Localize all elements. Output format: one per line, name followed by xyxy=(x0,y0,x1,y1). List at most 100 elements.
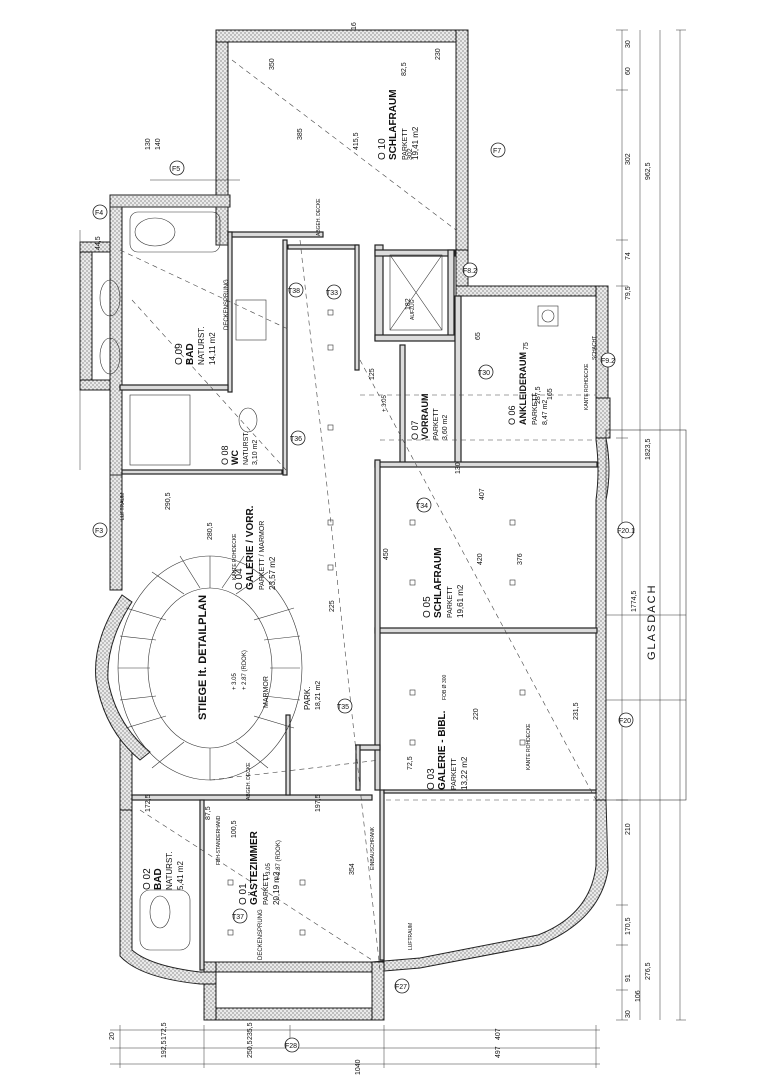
svg-text:VORRAUM: VORRAUM xyxy=(420,394,430,441)
svg-text:O 10: O 10 xyxy=(377,138,388,160)
room-O05: O 05 SCHLAFRAUM PARKETT 19,61 m2 xyxy=(422,547,465,618)
svg-text:O 09: O 09 xyxy=(174,343,185,365)
svg-text:F20: F20 xyxy=(619,718,631,725)
exterior-walls xyxy=(79,29,611,1021)
svg-text:60: 60 xyxy=(625,67,632,75)
tag-F5: F5 xyxy=(169,160,185,176)
svg-text:GÄSTEZIMMER: GÄSTEZIMMER xyxy=(247,830,260,905)
svg-text:T38: T38 xyxy=(288,288,300,295)
svg-text:+ 3.05: + 3.05 xyxy=(232,672,238,690)
tag-F28: F28 xyxy=(284,1037,300,1053)
svg-text:172,5: 172,5 xyxy=(161,1022,168,1040)
svg-text:T33: T33 xyxy=(326,290,338,297)
svg-text:170,5: 170,5 xyxy=(625,917,632,935)
svg-text:PARKETT: PARKETT xyxy=(447,586,454,618)
svg-text:KANTE ROHDECKE: KANTE ROHDECKE xyxy=(584,363,590,410)
tag-T35: T35 xyxy=(337,698,353,714)
svg-text:3,10 m2: 3,10 m2 xyxy=(252,440,259,465)
svg-text:ANKLEIDERAUM: ANKLEIDERAUM xyxy=(518,352,528,425)
svg-text:302: 302 xyxy=(407,148,414,160)
svg-text:250,5: 250,5 xyxy=(247,1040,254,1058)
svg-text:O 05: O 05 xyxy=(422,596,433,618)
svg-text:5,41 m2: 5,41 m2 xyxy=(176,861,185,890)
note-aufzug: AUFZUG xyxy=(410,299,416,320)
note-schacht: SCHACHT xyxy=(592,336,598,360)
svg-text:3,60 m2: 3,60 m2 xyxy=(442,415,449,440)
svg-text:FOB Ø 300: FOB Ø 300 xyxy=(442,674,448,700)
note-fbh: FBH-STANDERHAND xyxy=(216,815,222,865)
room-stiege: STIEGE lt. DETAILPLAN xyxy=(197,595,209,720)
svg-text:MARMOR: MARMOR xyxy=(263,676,270,708)
ceiling-points xyxy=(227,309,526,936)
svg-text:376: 376 xyxy=(517,553,524,565)
room-O10: O 10 SCHLAFRAUM PARKETT 19,41 m2 xyxy=(377,89,420,160)
svg-text:F28: F28 xyxy=(285,1043,297,1050)
svg-text:PARKETT: PARKETT xyxy=(451,758,458,790)
svg-text:PARKETT: PARKETT xyxy=(263,873,270,905)
svg-text:GLASDACH: GLASDACH xyxy=(646,583,658,660)
svg-text:T30: T30 xyxy=(478,370,490,377)
note-abgeh-decke-2: ABGEH. DECKE xyxy=(316,198,322,236)
svg-text:20: 20 xyxy=(109,1032,116,1040)
svg-text:SCHACHT: SCHACHT xyxy=(592,336,598,360)
svg-text:STIEGE lt. DETAILPLAN: STIEGE lt. DETAILPLAN xyxy=(197,595,209,720)
svg-text:O 07: O 07 xyxy=(410,420,420,440)
svg-text:407: 407 xyxy=(479,488,486,500)
svg-text:NATURST.: NATURST. xyxy=(243,431,250,465)
room-O09: O 09 BAD NATURST. 14,11 m2 xyxy=(174,326,217,365)
svg-text:SCHLAFRAUM: SCHLAFRAUM xyxy=(388,89,399,160)
tag-F20.1: F20.1 xyxy=(617,521,635,539)
svg-text:WC: WC xyxy=(230,450,240,465)
svg-text:210: 210 xyxy=(625,823,632,835)
svg-text:125: 125 xyxy=(369,368,376,380)
svg-text:65: 65 xyxy=(475,332,482,340)
svg-text:23,57 m2: 23,57 m2 xyxy=(268,556,277,590)
svg-text:231,5: 231,5 xyxy=(573,702,580,720)
svg-text:F3: F3 xyxy=(95,528,103,535)
glasdach-label: GLASDACH xyxy=(646,583,658,660)
svg-text:SCHLAFRAUM: SCHLAFRAUM xyxy=(433,547,444,618)
svg-text:130: 130 xyxy=(145,138,152,150)
svg-text:74: 74 xyxy=(625,252,632,260)
svg-text:91: 91 xyxy=(625,974,632,982)
svg-text:75: 75 xyxy=(523,342,530,350)
svg-text:962,5: 962,5 xyxy=(645,162,652,180)
svg-text:497: 497 xyxy=(495,1046,502,1058)
note-deckensprung-1: DECKENSPRUNG xyxy=(224,279,230,330)
svg-text:NATURST.: NATURST. xyxy=(165,851,174,890)
svg-text:GALERIE - BIBL.: GALERIE - BIBL. xyxy=(437,710,448,790)
svg-text:385: 385 xyxy=(297,128,304,140)
fixtures xyxy=(99,211,559,951)
svg-text:182: 182 xyxy=(405,298,412,310)
room-O06: O 06 ANKLEIDERAUM PARKETT 8,47 m2 xyxy=(507,352,549,425)
tag-F7: F7 xyxy=(490,142,506,158)
note-kante-rohdecke-2: KANTE ROHDECKE xyxy=(526,723,532,770)
svg-text:GALERIE / VORR.: GALERIE / VORR. xyxy=(245,505,256,590)
tag-F3: F3 xyxy=(92,522,108,538)
svg-text:235,5: 235,5 xyxy=(247,1022,254,1040)
svg-text:+ 2.87 (RDOK): + 2.87 (RDOK) xyxy=(276,840,282,880)
svg-text:F4: F4 xyxy=(95,210,103,217)
svg-text:1040: 1040 xyxy=(355,1059,362,1075)
note-elev-2: + 2.87 (RDOK) xyxy=(276,840,282,880)
svg-text:220: 220 xyxy=(473,708,480,720)
svg-text:BAD: BAD xyxy=(153,868,164,890)
svg-text:276,5: 276,5 xyxy=(645,962,652,980)
tag-T30: T30 xyxy=(478,364,494,380)
room-O01: O 01 GÄSTEZIMMER PARKETT 20,19 m2 xyxy=(238,830,281,905)
tag-F9.2: F9.2 xyxy=(600,352,616,368)
svg-text:O 02: O 02 xyxy=(142,868,153,890)
room-O02: O 02 BAD NATURST. 5,41 m2 xyxy=(142,851,185,890)
note-luftraum-2: LUFTRAUM xyxy=(408,923,414,950)
svg-text:302: 302 xyxy=(625,153,632,165)
svg-text:AUFZUG: AUFZUG xyxy=(410,299,416,320)
note-elev-1: + 3.05 xyxy=(266,862,272,880)
svg-text:ABGEH. DECKE: ABGEH. DECKE xyxy=(246,762,252,800)
svg-text:LUFTRAUM: LUFTRAUM xyxy=(120,493,126,520)
svg-text:407: 407 xyxy=(495,1028,502,1040)
svg-text:415,5: 415,5 xyxy=(353,132,360,150)
dims-bottom: 20 172,5 192,5 235,5 250,5 407 497 1040 xyxy=(109,1022,502,1075)
svg-text:19,41 m2: 19,41 m2 xyxy=(411,126,420,160)
interior-walls xyxy=(119,231,598,971)
